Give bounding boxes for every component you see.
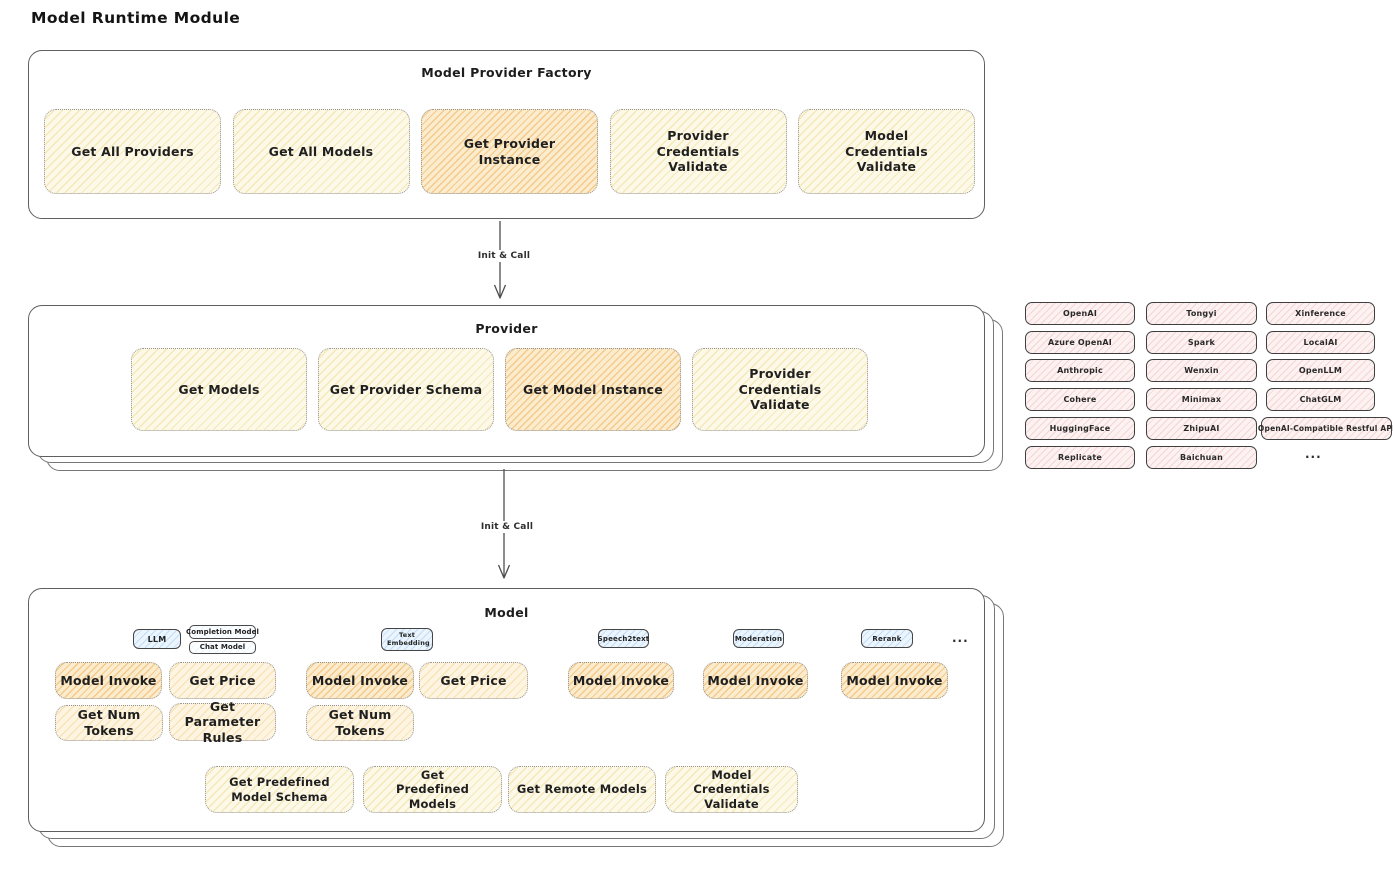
provider-pill-anthropic: Anthropic [1025, 359, 1135, 382]
provider-pill-cohere: Cohere [1025, 388, 1135, 411]
provider-pill-minimax: Minimax [1146, 388, 1257, 411]
provider-container: Provider Get Models Get Provider Schema … [28, 305, 985, 457]
provider-pill-openai: OpenAI [1025, 302, 1135, 325]
model-type-tag-speech2text: Speech2text [598, 629, 649, 648]
provider-box-row: Get Models Get Provider Schema Get Model… [131, 348, 868, 431]
factory-box-model-credentials-validate: Model Credentials Validate [798, 109, 975, 194]
model-title: Model [484, 605, 529, 620]
model-type-tag-text-embedding: Text Embedding [381, 628, 433, 651]
model-credentials-validate-box: Model Credentials Validate [665, 766, 798, 813]
llm-model-invoke-box: Model Invoke [55, 662, 162, 699]
model-type-tag-llm: LLM [133, 629, 181, 649]
providers-more-ellipsis: ... [1305, 447, 1322, 461]
provider-pill-openai-compatible-restful-api: OpenAI-Compatible Restful API [1258, 417, 1393, 440]
speech2text-model-invoke-box: Model Invoke [568, 662, 674, 699]
provider-pill-replicate: Replicate [1025, 446, 1135, 469]
factory-box-get-all-providers: Get All Providers [44, 109, 221, 194]
provider-pill-baichuan: Baichuan [1146, 446, 1257, 469]
provider-pill-azure-openai: Azure OpenAI [1025, 331, 1135, 354]
provider-box-get-provider-schema: Get Provider Schema [318, 348, 494, 431]
provider-pill-tongyi: Tongyi [1146, 302, 1257, 325]
provider-box-provider-credentials-validate: Provider Credentials Validate [692, 348, 868, 431]
model-subtag-chat-model: Chat Model [189, 640, 256, 654]
text-embedding-model-invoke-box: Model Invoke [306, 662, 414, 699]
provider-pill-zhipuai: ZhipuAI [1146, 417, 1257, 440]
moderation-model-invoke-box: Model Invoke [703, 662, 808, 699]
llm-get-parameter-rules-box: Get Parameter Rules [169, 699, 276, 745]
provider-pill-spark: Spark [1146, 331, 1257, 354]
rerank-model-invoke-box: Model Invoke [841, 662, 948, 699]
model-type-tag-rerank: Rerank [861, 629, 913, 648]
llm-subtags: Completion Model Chat Model [186, 625, 259, 654]
provider-pill-xinference: Xinference [1266, 302, 1375, 325]
get-predefined-model-schema-box: Get Predefined Model Schema [205, 766, 354, 813]
text-embedding-get-price-box: Get Price [419, 662, 528, 699]
provider-box-get-models: Get Models [131, 348, 307, 431]
llm-get-num-tokens-box: Get Num Tokens [55, 705, 163, 741]
factory-box-get-provider-instance: Get Provider Instance [421, 109, 598, 194]
text-embedding-get-num-tokens-box: Get Num Tokens [306, 705, 414, 741]
page-title: Model Runtime Module [31, 9, 241, 27]
provider-pill-wenxin: Wenxin [1146, 359, 1257, 382]
factory-container: Model Provider Factory Get All Providers… [28, 50, 985, 219]
model-subtag-completion-model: Completion Model [186, 625, 259, 639]
model-types-more-ellipsis: ... [952, 631, 969, 645]
provider-pill-openllm: OpenLLM [1266, 359, 1375, 382]
factory-box-provider-credentials-validate: Provider Credentials Validate [609, 109, 787, 194]
model-container: Model LLM Completion Model Chat Model Te… [28, 588, 985, 832]
arrow1-label: Init & Call [468, 250, 540, 262]
provider-box-get-model-instance: Get Model Instance [505, 348, 681, 431]
factory-box-get-all-models: Get All Models [232, 109, 410, 194]
llm-get-price-box: Get Price [169, 662, 276, 699]
get-remote-models-box: Get Remote Models [508, 766, 656, 813]
factory-title: Model Provider Factory [421, 65, 592, 80]
model-type-tag-moderation: Moderation [733, 629, 784, 648]
get-predefined-models-box: Get Predefined Models [363, 766, 502, 813]
arrow2-label: Init & Call [471, 521, 543, 533]
provider-pill-localai: LocalAI [1266, 331, 1375, 354]
provider-pill-huggingface: HuggingFace [1025, 417, 1135, 440]
factory-box-row: Get All Providers Get All Models Get Pro… [44, 109, 975, 194]
provider-pill-chatglm: ChatGLM [1266, 388, 1375, 411]
provider-title: Provider [475, 321, 538, 336]
